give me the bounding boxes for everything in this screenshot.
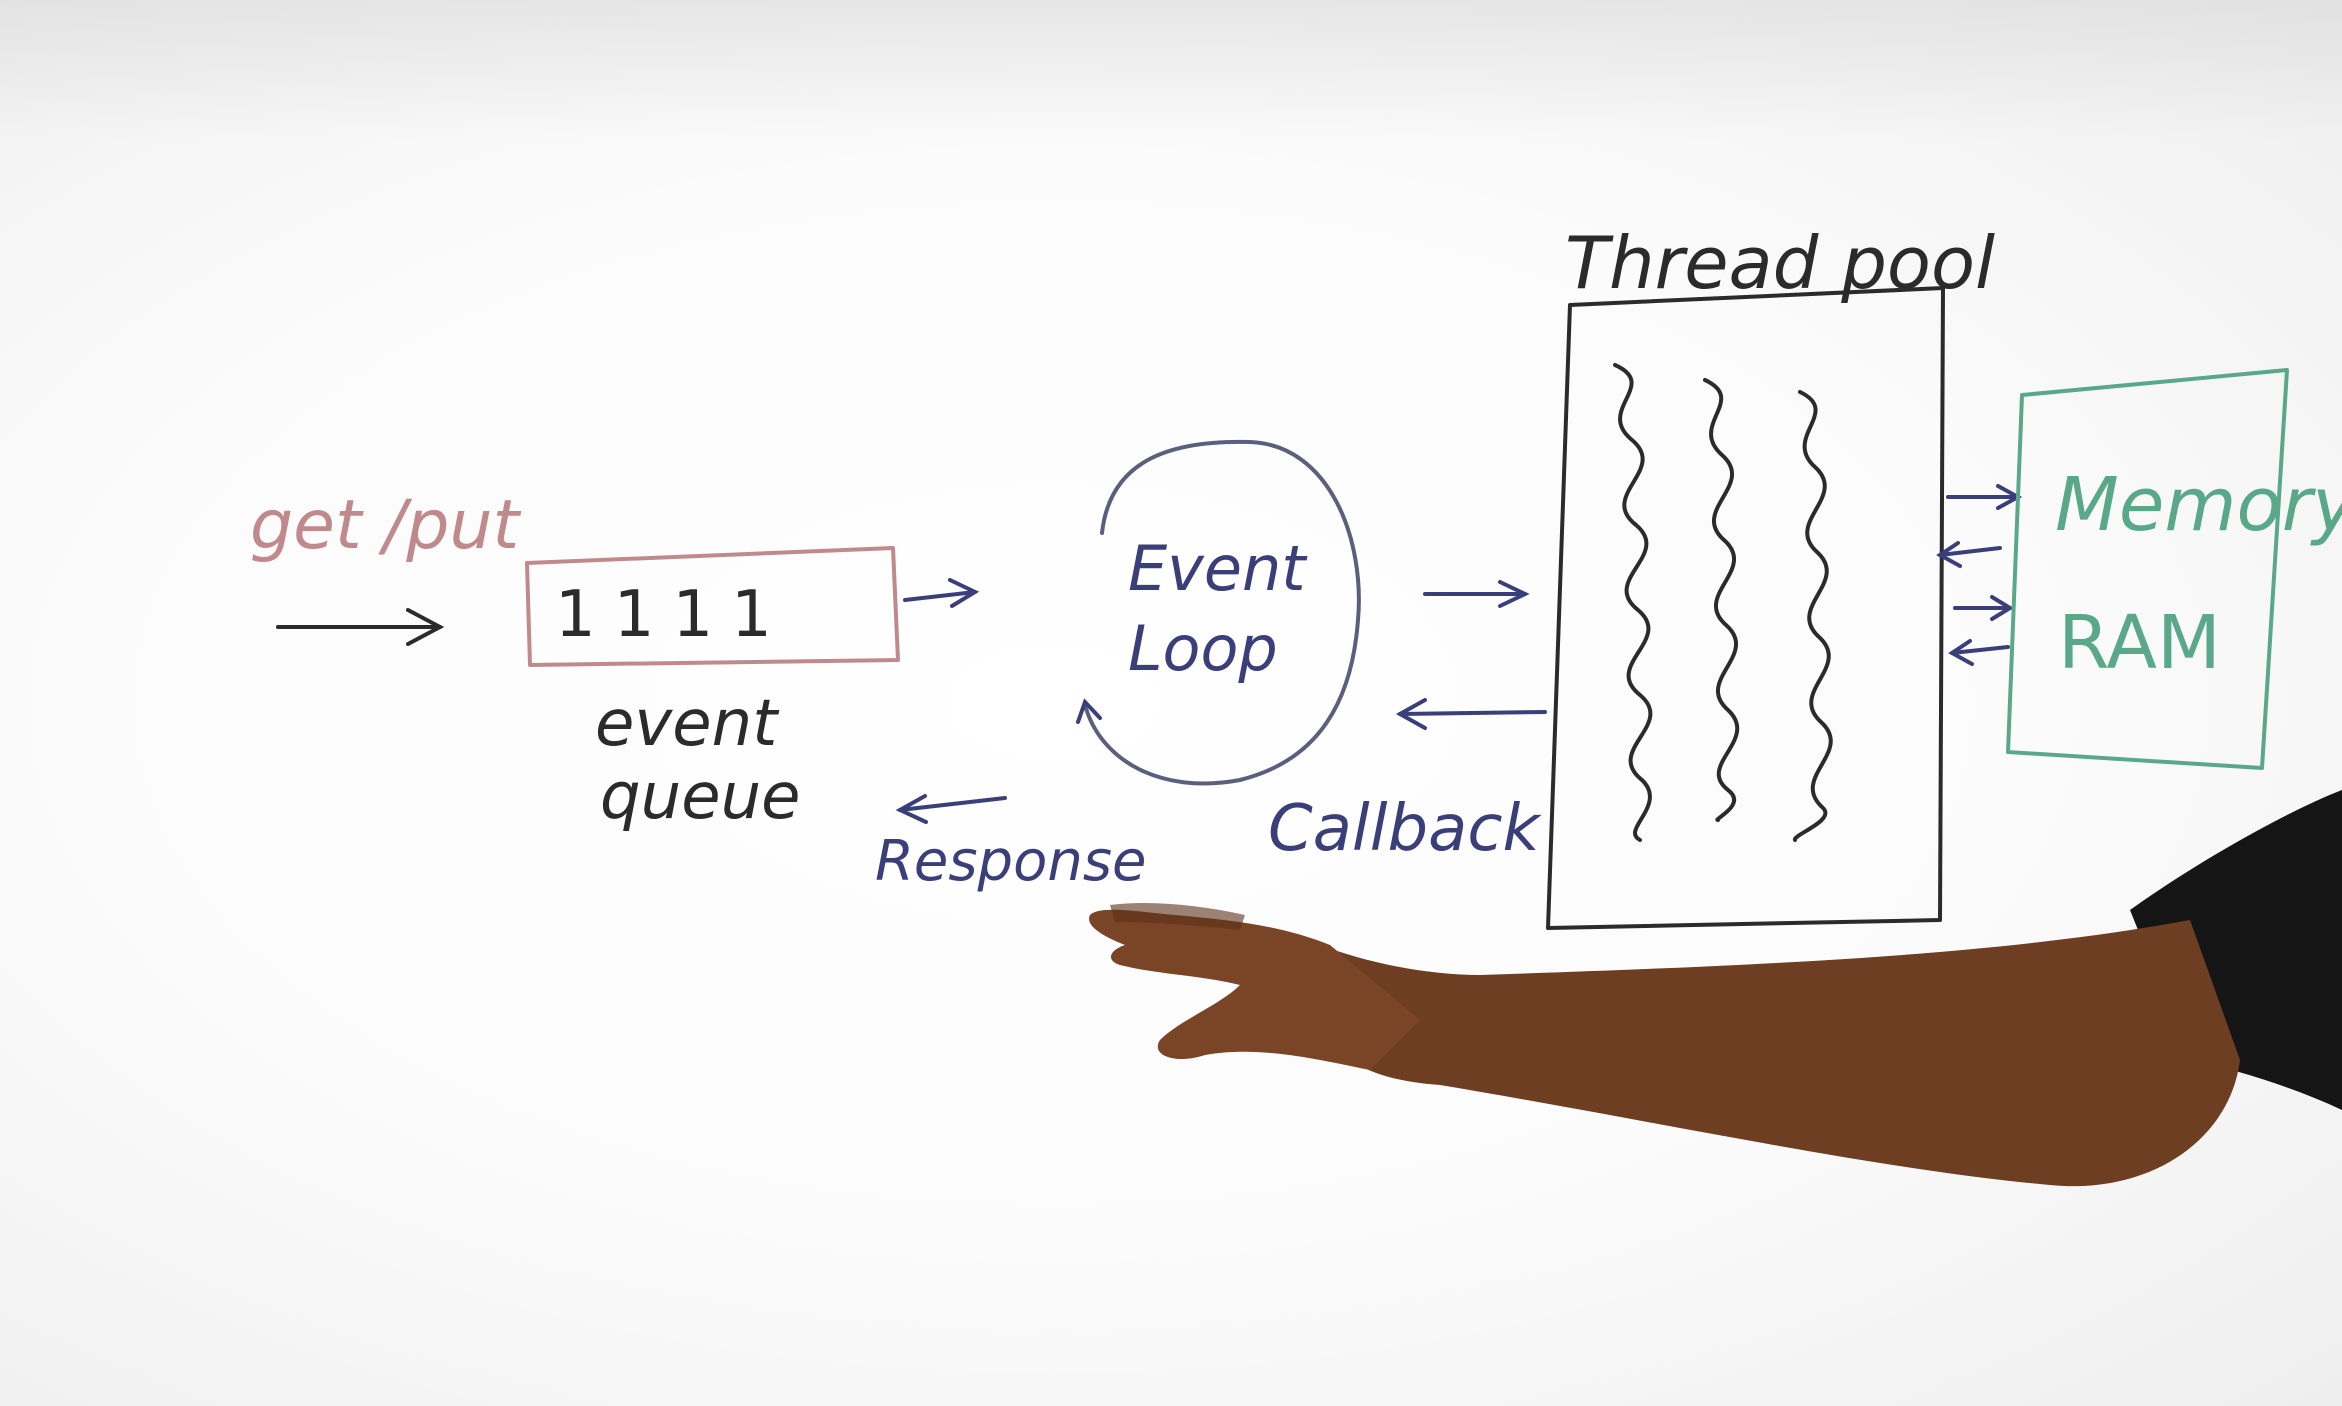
presenter-arm [1089, 790, 2342, 1187]
thread-1 [1613, 363, 1653, 842]
event-loop-label-line1: Event [1128, 532, 1308, 605]
pool-memory-arrows [1936, 484, 2023, 666]
incoming-arrow [276, 608, 445, 646]
response-label: Response [875, 829, 1146, 894]
forearm [1300, 920, 2240, 1187]
event-loop-circle [1076, 439, 1361, 786]
thread-3 [1792, 390, 1833, 842]
response-arrow [895, 794, 1007, 824]
event-loop-label-line2: Loop [1128, 612, 1278, 685]
queue-to-loop-arrow [903, 578, 980, 608]
threads [1613, 363, 1833, 842]
event-queue-box [525, 546, 900, 667]
hand [1089, 909, 1420, 1070]
thread-2 [1703, 378, 1740, 822]
memory-label: Memory [2055, 462, 2342, 548]
callback-label: Callback [1268, 792, 1543, 866]
event-queue-label-line1: event [595, 687, 780, 761]
memory-box [2006, 368, 2289, 770]
thread-pool-label: Thread pool [1565, 221, 1995, 305]
thread-pool-box [1546, 286, 1945, 930]
fingers-shadow [1110, 903, 1245, 930]
callback-arrow [1395, 698, 1547, 730]
get-put-label: get /put [250, 486, 521, 565]
event-queue-label-line2: queue [600, 760, 801, 834]
loop-to-pool-arrow [1423, 580, 1530, 608]
queue-items: 1111 [555, 578, 790, 652]
ram-label: RAM [2058, 600, 2221, 686]
